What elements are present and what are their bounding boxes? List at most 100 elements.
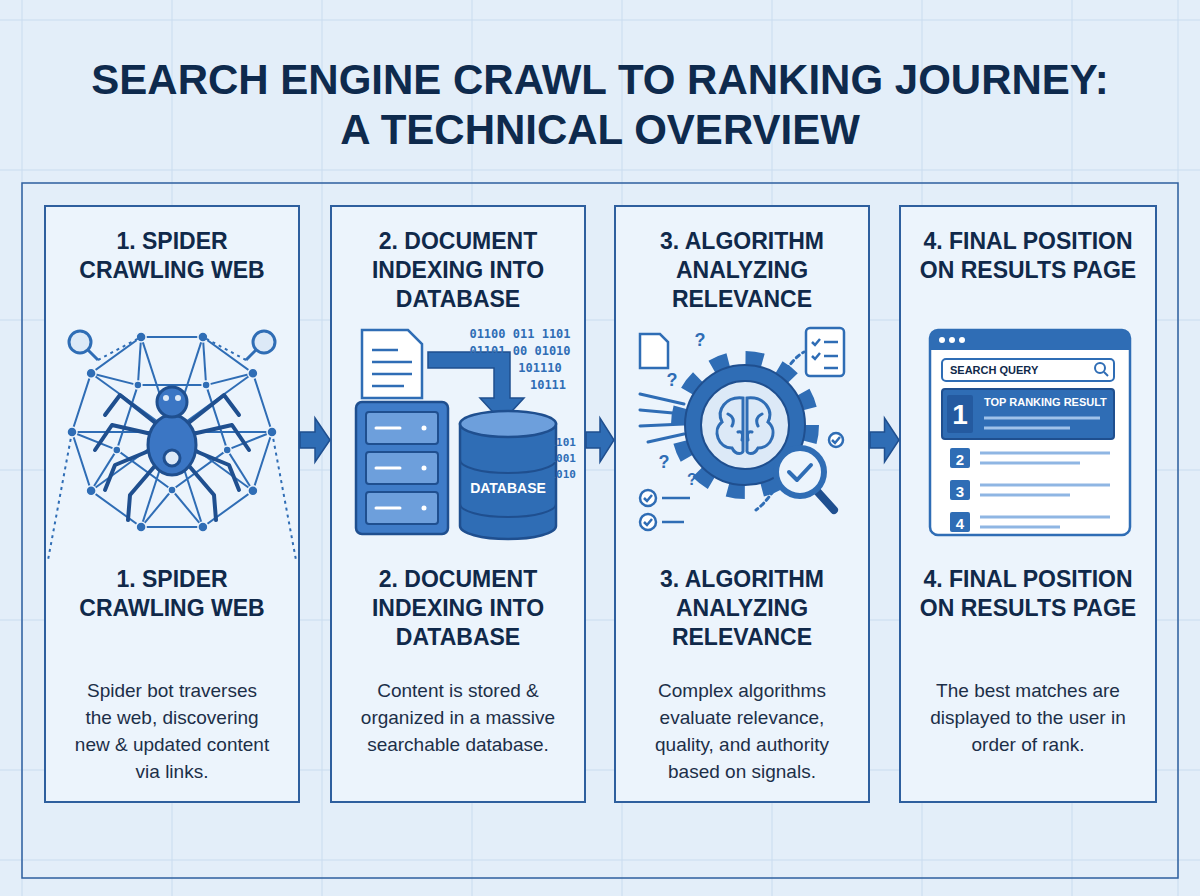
panel-description: The best matches are displayed to the us… xyxy=(927,677,1129,758)
spider-body xyxy=(163,395,169,401)
server-cabinet xyxy=(376,467,400,470)
spider-web xyxy=(91,450,117,491)
magnifier-icon xyxy=(88,350,98,360)
panel-heading: 3. ALGORITHM ANALYZING RELEVANCE xyxy=(627,565,857,652)
spider-web xyxy=(141,337,172,432)
browser-window xyxy=(980,462,1080,465)
web-node xyxy=(67,332,277,532)
web-node xyxy=(134,381,142,389)
browser-window xyxy=(930,330,1130,350)
browser-window xyxy=(942,389,1114,439)
brain-icon xyxy=(728,414,762,440)
panel-description: Complex algorithms evaluate relevance, q… xyxy=(642,677,842,785)
panel-heading: 4. FINAL POSITION ON RESULTS PAGE xyxy=(912,565,1144,623)
document-icon xyxy=(372,349,398,352)
grid-line xyxy=(0,20,1200,21)
dotted-link xyxy=(48,432,72,560)
spider-leg xyxy=(105,395,158,425)
spider-body xyxy=(148,387,196,475)
server-cabinet xyxy=(422,426,427,431)
gear-icon xyxy=(701,381,789,469)
database-cylinder xyxy=(460,424,556,539)
panel-heading: 2. DOCUMENT INDEXING INTO DATABASE xyxy=(343,227,573,314)
spider-leg xyxy=(188,448,239,490)
spider-web xyxy=(172,432,253,491)
browser-window xyxy=(950,448,970,532)
magnifier-check xyxy=(816,490,834,510)
spider-web xyxy=(172,337,203,432)
web-node xyxy=(248,368,258,378)
web-node xyxy=(198,522,208,532)
gear-icon xyxy=(679,359,811,491)
browser-window xyxy=(980,484,1110,487)
check-icon xyxy=(640,514,656,530)
web-node xyxy=(86,486,96,496)
grid-line xyxy=(322,0,323,896)
grid-line xyxy=(0,860,1200,861)
checklist-icon xyxy=(806,328,844,376)
spider-leg xyxy=(186,395,239,425)
web-node xyxy=(86,368,96,378)
browser-window xyxy=(930,330,1130,535)
web-node xyxy=(248,486,258,496)
server-cabinet xyxy=(366,492,438,524)
spider-web xyxy=(141,432,172,527)
flow-arrow xyxy=(586,418,614,462)
spider-web xyxy=(227,450,253,491)
gear-icon xyxy=(685,365,805,485)
checklist-icon xyxy=(812,339,838,368)
process-panel: 1. SPIDER CRAWLING WEB1. SPIDER CRAWLING… xyxy=(44,205,300,803)
spider-leg xyxy=(95,395,249,520)
web-node xyxy=(202,381,210,389)
document-icon xyxy=(362,330,422,398)
document-icon xyxy=(362,330,422,398)
browser-window xyxy=(950,480,970,500)
server-cabinet xyxy=(422,466,427,471)
input-document xyxy=(640,334,668,368)
web-node xyxy=(113,446,121,454)
data-stream xyxy=(756,470,786,510)
spider-web xyxy=(172,431,272,433)
input-document xyxy=(640,334,668,368)
spider-leg xyxy=(184,460,216,520)
check-icon xyxy=(640,433,843,530)
spider-body xyxy=(175,395,181,401)
browser-window xyxy=(980,526,1060,529)
spider-web xyxy=(91,373,172,432)
server-cabinet xyxy=(366,452,438,484)
database-cylinder xyxy=(460,411,556,539)
server-cabinet xyxy=(376,428,400,508)
panel-description: Spider bot traverses the web, discoverin… xyxy=(72,677,272,785)
web-node xyxy=(223,446,231,454)
check-icon xyxy=(829,433,843,447)
server-cabinet xyxy=(366,412,438,444)
spider-web xyxy=(72,337,272,527)
browser-window xyxy=(959,337,965,343)
spider-web xyxy=(91,432,172,491)
web-node xyxy=(198,332,208,342)
document-icon xyxy=(372,385,404,388)
spider-web xyxy=(203,337,206,385)
panel-heading: 1. SPIDER CRAWLING WEB xyxy=(57,565,287,623)
browser-window xyxy=(980,494,1070,497)
spider-web xyxy=(206,373,253,385)
server-cabinet xyxy=(422,426,427,511)
magnifier-check xyxy=(789,465,811,480)
flow-arrow xyxy=(870,418,899,462)
document-icon xyxy=(372,361,412,364)
browser-window xyxy=(930,330,1130,535)
process-panel: 2. DOCUMENT INDEXING INTO DATABASE2. DOC… xyxy=(330,205,586,803)
web-node xyxy=(136,332,146,342)
dotted-link xyxy=(98,337,141,360)
database-cylinder xyxy=(460,460,556,473)
spider-web xyxy=(172,490,203,527)
spider-web xyxy=(117,385,227,490)
magnifier-icon xyxy=(246,350,256,360)
flow-arrow xyxy=(428,352,524,422)
server-cabinet xyxy=(376,507,400,510)
spider-web xyxy=(227,432,272,450)
process-panel: 3. ALGORITHM ANALYZING RELEVANCE3. ALGOR… xyxy=(614,205,870,803)
spider-web xyxy=(72,337,272,527)
magnifier-icon xyxy=(253,331,275,353)
